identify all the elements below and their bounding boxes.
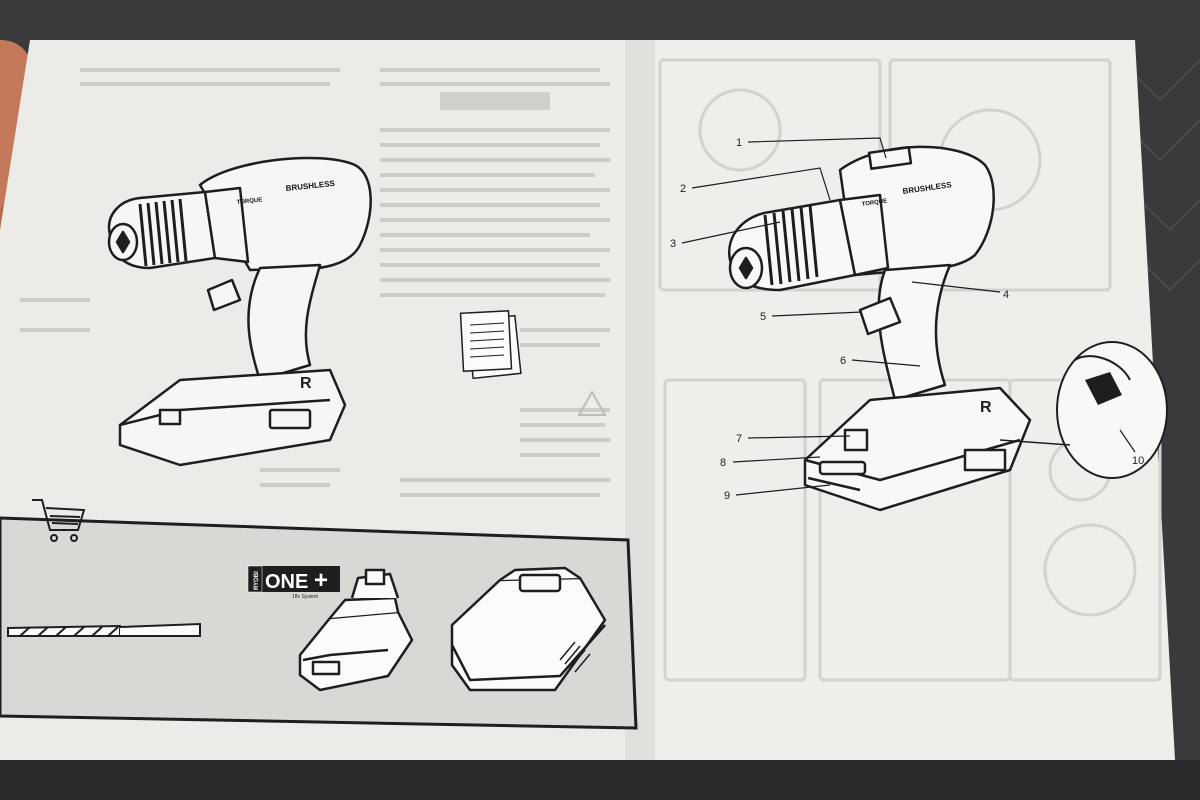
callout-leaders	[681, 137, 1136, 496]
one-plus-logo-sub: 18v System	[292, 594, 318, 600]
cart-icon	[32, 499, 86, 542]
svg-text:R: R	[300, 375, 312, 392]
callout-10: 10	[1132, 455, 1144, 467]
one-plus-logo-word: ONE	[265, 571, 308, 593]
callout-7: 7	[736, 433, 742, 445]
callout-6: 6	[840, 355, 846, 367]
callout-labels: 1 2 3 4 5 6 7 8 9 10	[670, 137, 1144, 502]
callout-1: 1	[736, 137, 742, 149]
document-icon	[459, 309, 522, 380]
right-drill-illustration: R	[727, 145, 1032, 512]
callout-5: 5	[760, 311, 766, 323]
one-plus-logo-brand: RYOBI	[254, 571, 260, 590]
left-drill-illustration: R	[107, 156, 372, 467]
drill-bit	[7, 622, 201, 637]
callout-2: 2	[680, 183, 686, 195]
one-plus-logo	[247, 565, 340, 593]
callout-3: 3	[670, 238, 676, 250]
callout-9: 9	[724, 490, 730, 502]
one-plus-logo-plus: +	[314, 567, 328, 594]
callout-8: 8	[720, 457, 726, 469]
detail-magnifier	[999, 341, 1168, 479]
callout-4: 4	[1003, 289, 1009, 301]
faded-text-left	[20, 68, 610, 497]
right-drill-torque-mark: TORQUE	[861, 198, 887, 207]
battery-pack	[298, 568, 414, 692]
warning-icon	[577, 389, 607, 416]
svg-text:R: R	[980, 399, 992, 416]
left-drill-torque-mark: TORQUE	[237, 197, 263, 206]
battery-charger	[450, 566, 607, 692]
